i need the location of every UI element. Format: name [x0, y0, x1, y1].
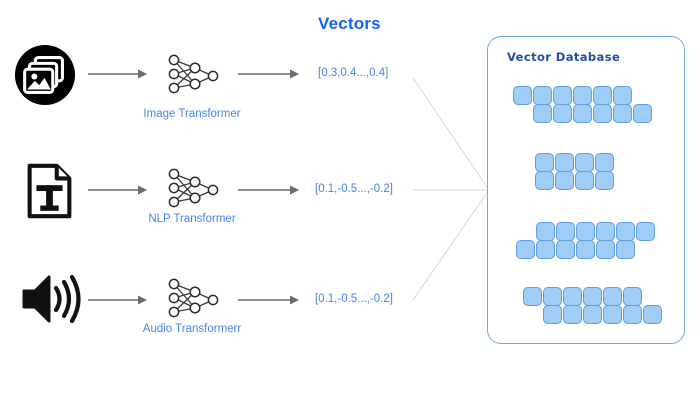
vector-cell — [573, 86, 592, 105]
vector-cell — [533, 104, 552, 123]
vector-cell — [523, 287, 542, 306]
vector-cell — [603, 287, 622, 306]
vector-cell-row — [536, 222, 656, 241]
vector-cell — [573, 104, 592, 123]
vector-database-title: Vector Database — [507, 50, 621, 64]
vector-cell — [636, 222, 655, 241]
vector-cell — [576, 240, 595, 259]
vector-cluster-2 — [535, 153, 615, 190]
arrow-transformer-to-vector-image — [238, 68, 300, 80]
vector-cell-row — [513, 86, 653, 105]
vector-cell-row — [535, 171, 615, 190]
arrow-text-to-transformer — [88, 184, 148, 196]
vector-cell — [595, 171, 614, 190]
vector-cell — [536, 240, 555, 259]
vector-cell — [535, 171, 554, 190]
vector-cell — [616, 240, 635, 259]
vector-cell — [576, 222, 595, 241]
vector-cell — [513, 86, 532, 105]
arrow-transformer-to-vector-audio — [238, 294, 300, 306]
vector-cell — [555, 171, 574, 190]
vector-cell — [533, 86, 552, 105]
vector-cell — [553, 86, 572, 105]
vector-cell — [575, 153, 594, 172]
neural-network-icon-image — [161, 51, 223, 97]
vector-cell — [633, 104, 652, 123]
vector-cell — [563, 287, 582, 306]
vector-text-nlp: [0.1,-0.5...,-0.2] — [315, 183, 393, 195]
transformer-label-nlp: NLP Transformer — [148, 213, 236, 225]
vector-cell — [623, 305, 642, 324]
vector-cell — [595, 153, 614, 172]
vector-cell-row — [543, 305, 663, 324]
vector-cell — [516, 240, 535, 259]
vector-cell — [535, 153, 554, 172]
vector-cell — [583, 305, 602, 324]
image-stack-icon — [14, 44, 76, 106]
vector-cell — [613, 86, 632, 105]
vector-cluster-4 — [523, 287, 663, 324]
vector-cell — [556, 222, 575, 241]
vector-cell — [603, 305, 622, 324]
vector-cell — [596, 240, 615, 259]
vector-cell — [616, 222, 635, 241]
vector-text-audio: [0.1,-0.5...,-0.2] — [315, 293, 393, 305]
vector-cell-row — [533, 104, 653, 123]
vector-cell — [556, 240, 575, 259]
vector-cluster-1 — [513, 86, 653, 123]
vector-cell — [543, 287, 562, 306]
vector-cell — [596, 222, 615, 241]
arrow-image-to-transformer — [88, 68, 148, 80]
vector-cell — [536, 222, 555, 241]
neural-network-icon-audio — [161, 275, 223, 321]
page-title: Vectors — [318, 14, 381, 33]
audio-speaker-icon — [16, 268, 84, 330]
vector-cell — [575, 171, 594, 190]
vector-cell — [623, 287, 642, 306]
arrow-transformer-to-vector-nlp — [238, 184, 300, 196]
text-document-icon — [18, 160, 80, 222]
vector-cell — [593, 86, 612, 105]
vector-cell — [553, 104, 572, 123]
vector-cell — [593, 104, 612, 123]
vector-cell-row — [535, 153, 615, 172]
vector-cell — [583, 287, 602, 306]
vector-cell — [613, 104, 632, 123]
neural-network-icon-nlp — [161, 165, 223, 211]
vector-cell — [563, 305, 582, 324]
transformer-label-image: Image Transformer — [143, 108, 241, 120]
vector-cell — [543, 305, 562, 324]
vector-cluster-3 — [516, 222, 656, 259]
vector-cell — [643, 305, 662, 324]
vector-cell-row — [523, 287, 663, 306]
arrow-audio-to-transformer — [88, 294, 148, 306]
vector-text-image: [0.3,0.4...,0.4] — [318, 67, 389, 79]
vector-cell — [555, 153, 574, 172]
vector-cell-row — [516, 240, 656, 259]
transformer-label-audio: Audio Transformerr — [142, 323, 242, 335]
